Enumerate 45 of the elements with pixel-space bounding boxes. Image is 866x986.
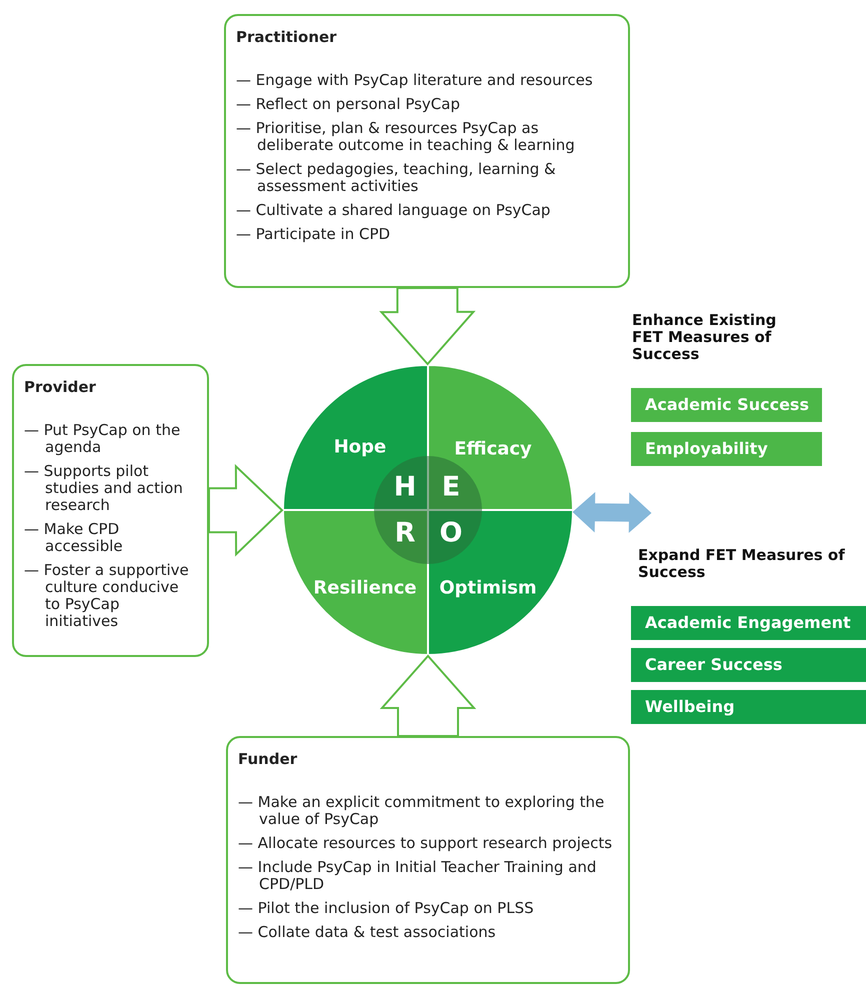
quadrant-segment — [283, 510, 428, 655]
list-item: — Include PsyCap in Initial Teacher Training and CPD/PLD — [238, 859, 598, 893]
segment-label: Optimism — [439, 578, 537, 598]
list-item: — Foster a supportive culture conducive to PsyCap initiatives — [24, 562, 190, 630]
quadrant-segment — [428, 510, 573, 655]
list-item: — Make an explicit commitment to exploring the value of PsyCap — [238, 794, 606, 828]
text-card — [12, 364, 209, 657]
card-heading: Practitioner — [236, 28, 338, 46]
text-card — [226, 736, 630, 984]
list-item: — Put PsyCap on the agenda — [24, 422, 182, 456]
letter: R — [394, 518, 416, 548]
block-arrow — [380, 654, 476, 737]
letter: E — [442, 472, 460, 502]
block-arrow — [208, 464, 284, 557]
list-item: — Engage with PsyCap literature and resources — [236, 72, 594, 89]
list-item: — Participate in CPD — [236, 226, 392, 243]
measure-label: Academic Success — [631, 388, 822, 422]
list-item: — Reflect on personal PsyCap — [236, 96, 461, 113]
list-item: — Select pedagogies, teaching, learning & assessment activities — [236, 161, 557, 195]
letter: O — [440, 518, 462, 548]
segment-label: Efficacy — [454, 438, 532, 460]
block-arrow — [379, 286, 476, 366]
measure-label: Wellbeing — [631, 690, 866, 724]
list-item: — Allocate resources to support research projects — [238, 835, 614, 852]
card-heading: Provider — [24, 378, 97, 396]
list-item: — Supports pilot studies and action research — [24, 463, 184, 514]
measure-label: Employability — [631, 432, 822, 466]
quadrant-segment — [428, 365, 573, 510]
list-item: — Prioritise, plan & resources PsyCap as deliberate outcome in teaching & learning — [236, 120, 576, 154]
section-heading: Expand FET Measures of Success — [638, 547, 846, 581]
card-heading: Funder — [238, 750, 298, 768]
list-item: — Cultivate a shared language on PsyCap — [236, 202, 552, 219]
segment-label: Resilience — [313, 578, 417, 598]
letter: H — [394, 472, 416, 502]
circle-diagram — [283, 365, 573, 655]
section-heading: Enhance Existing FET Measures of Success — [632, 312, 778, 363]
text-card — [224, 14, 630, 288]
block-arrow — [572, 492, 652, 533]
list-item: — Make CPD accessible — [24, 521, 124, 555]
list-item: — Pilot the inclusion of PsyCap on PLSS — [238, 900, 535, 917]
measure-label: Career Success — [631, 648, 866, 682]
quadrant-segment — [283, 365, 428, 510]
list-item: — Collate data & test associations — [238, 924, 497, 941]
segment-label: Hope — [334, 436, 386, 458]
measure-label: Academic Engagement — [631, 606, 866, 640]
